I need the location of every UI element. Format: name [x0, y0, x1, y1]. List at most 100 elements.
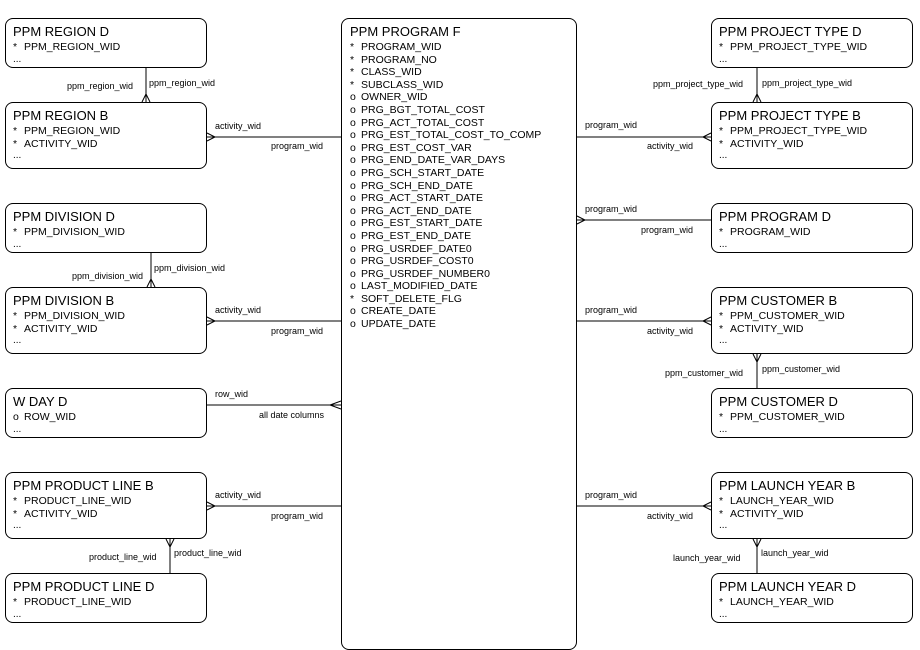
key-marker: o	[13, 411, 19, 423]
key-marker: *	[13, 495, 18, 507]
entity-ppm-project-type-b[interactable]: PPM PROJECT TYPE B*PPM_PROJECT_TYPE_WID*…	[711, 102, 913, 169]
entity-ppm-launch-year-d[interactable]: PPM LAUNCH YEAR D*LAUNCH_YEAR_WID...	[711, 573, 913, 623]
entity-ppm-division-d[interactable]: PPM DIVISION D*PPM_DIVISION_WID...	[5, 203, 207, 253]
key-marker: o	[350, 129, 356, 142]
key-marker: *	[719, 507, 724, 520]
key-marker: o	[350, 267, 356, 280]
entity-ppm-region-b[interactable]: PPM REGION B*PPM_REGION_WID*ACTIVITY_WID…	[5, 102, 207, 169]
key-marker: *	[13, 507, 18, 520]
key-marker: o	[350, 179, 356, 192]
crowfoot-program-f-w-day	[328, 400, 342, 410]
label-product-line-b-bottom: product_line_wid	[89, 552, 157, 562]
key-marker: *	[719, 226, 724, 238]
label-product-line-d-top: product_line_wid	[174, 548, 242, 558]
label-project-type-b-top: ppm_project_type_wid	[762, 78, 853, 88]
entity-ppm-division-b[interactable]: PPM DIVISION B*PPM_DIVISION_WID*ACTIVITY…	[5, 287, 207, 354]
more-attributes-ellipsis: ...	[719, 150, 728, 162]
key-marker: *	[719, 41, 724, 53]
key-marker: *	[13, 41, 18, 53]
attribute-name: UPDATE_DATE	[361, 318, 436, 331]
attribute-name: CLASS_WID	[361, 66, 422, 79]
attribute-name: PRG_USRDEF_COST0	[361, 255, 474, 268]
key-marker: *	[719, 495, 724, 507]
label-region-b-out: activity_wid	[215, 121, 262, 131]
key-marker: o	[350, 217, 356, 230]
entity-ppm-product-line-d[interactable]: PPM PRODUCT LINE D*PRODUCT_LINE_WID...	[5, 573, 207, 623]
label-region-b-in: program_wid	[271, 141, 324, 151]
key-marker: *	[719, 137, 724, 150]
attribute-name: ACTIVITY_WID	[730, 507, 804, 520]
attribute-name: PRG_ACT_START_DATE	[361, 192, 483, 205]
entity-ppm-program-f[interactable]: PPM PROGRAM F *PROGRAM_WID*PROGRAM_NO*CL…	[341, 18, 577, 650]
more-attributes-ellipsis: ...	[13, 150, 22, 162]
key-marker: *	[350, 41, 355, 53]
key-marker: o	[350, 242, 356, 255]
crowfoot-region-b-right	[206, 132, 217, 142]
entity-title: W DAY D	[13, 394, 68, 409]
label-program-d-out: program_wid	[641, 225, 694, 235]
label-customer-b-out: activity_wid	[647, 326, 694, 336]
attribute-class-wid: * CLASS_WID	[350, 66, 569, 79]
attribute-ppm-customer-wid: *PPM_CUSTOMER_WID	[719, 310, 905, 323]
key-marker: o	[350, 192, 356, 205]
crowfoot-project-type-b-top	[752, 92, 762, 103]
attribute-activity-wid: * ACTIVITY_WID	[13, 508, 199, 521]
key-marker: o	[350, 154, 356, 167]
attribute-name: PPM_REGION_WID	[24, 41, 121, 53]
label-customer-b-in: program_wid	[585, 305, 638, 315]
label-program-d-in: program_wid	[585, 204, 638, 214]
entity-title: PPM PROJECT TYPE D	[719, 24, 862, 39]
attribute-name: OWNER_WID	[361, 91, 428, 104]
attribute-subclass-wid: *SUBCLASS_WID	[350, 79, 569, 92]
attribute-name: PRG_EST_START_DATE	[361, 217, 483, 230]
entity-ppm-region-d[interactable]: PPM REGION D*PPM_REGION_WID...	[5, 18, 207, 68]
attribute-name: LAUNCH_YEAR_WID	[730, 596, 834, 608]
attribute-product-line-wid: *PRODUCT_LINE_WID	[13, 596, 199, 609]
entity-title: PPM DIVISION B	[13, 293, 115, 308]
attribute-name: ACTIVITY_WID	[24, 507, 98, 520]
entity-ppm-customer-b[interactable]: PPM CUSTOMER B*PPM_CUSTOMER_WID*ACTIVITY…	[711, 287, 913, 354]
attribute-prg-act-start-date: o PRG_ACT_START_DATE	[350, 192, 569, 205]
attribute-program-wid: *PROGRAM_WID	[350, 41, 569, 54]
entity-ppm-project-type-d[interactable]: PPM PROJECT TYPE D*PPM_PROJECT_TYPE_WID.…	[711, 18, 913, 68]
entity-ppm-program-d[interactable]: PPM PROGRAM D*PROGRAM_WID...	[711, 203, 913, 253]
entity-title: PPM LAUNCH YEAR D	[719, 579, 857, 594]
attribute-soft-delete-flg: *SOFT_DELETE_FLG	[350, 293, 569, 306]
attribute-name: PRODUCT_LINE_WID	[24, 495, 132, 507]
entity-ppm-customer-d[interactable]: PPM CUSTOMER D*PPM_CUSTOMER_WID...	[711, 388, 913, 438]
attribute-program-wid: *PROGRAM_WID	[719, 226, 905, 239]
entity-ppm-launch-year-b[interactable]: PPM LAUNCH YEAR B*LAUNCH_YEAR_WID*ACTIVI…	[711, 472, 913, 539]
key-marker: *	[350, 66, 355, 79]
label-division-d-bottom: ppm_division_wid	[72, 271, 144, 281]
label-launch-year-b-in: program_wid	[585, 490, 638, 500]
label-division-b-in: program_wid	[271, 326, 324, 336]
attribute-name: SUBCLASS_WID	[361, 78, 444, 91]
attribute-product-line-wid: * PRODUCT_LINE_WID	[13, 495, 199, 508]
attribute-name: PRG_END_DATE_VAR_DAYS	[361, 154, 506, 167]
key-marker: *	[719, 125, 724, 137]
key-marker: *	[13, 137, 18, 150]
entity-title: PPM PROGRAM D	[719, 209, 831, 224]
more-attributes-ellipsis: ...	[13, 335, 22, 347]
label-w-day-in: all date columns	[259, 410, 325, 420]
crowfoot-division-b-top	[146, 277, 156, 288]
attribute-activity-wid: *ACTIVITY_WID	[719, 138, 905, 151]
attribute-name: PPM_REGION_WID	[24, 125, 121, 137]
label-region-b-top: ppm_region_wid	[149, 78, 216, 88]
entity-ppm-product-line-b[interactable]: PPM PRODUCT LINE B*PRODUCT_LINE_WID*ACTI…	[5, 472, 207, 539]
attribute-name: PPM_CUSTOMER_WID	[730, 310, 845, 322]
label-project-type-b-out: activity_wid	[647, 141, 694, 151]
attribute-launch-year-wid: *LAUNCH_YEAR_WID	[719, 495, 905, 508]
